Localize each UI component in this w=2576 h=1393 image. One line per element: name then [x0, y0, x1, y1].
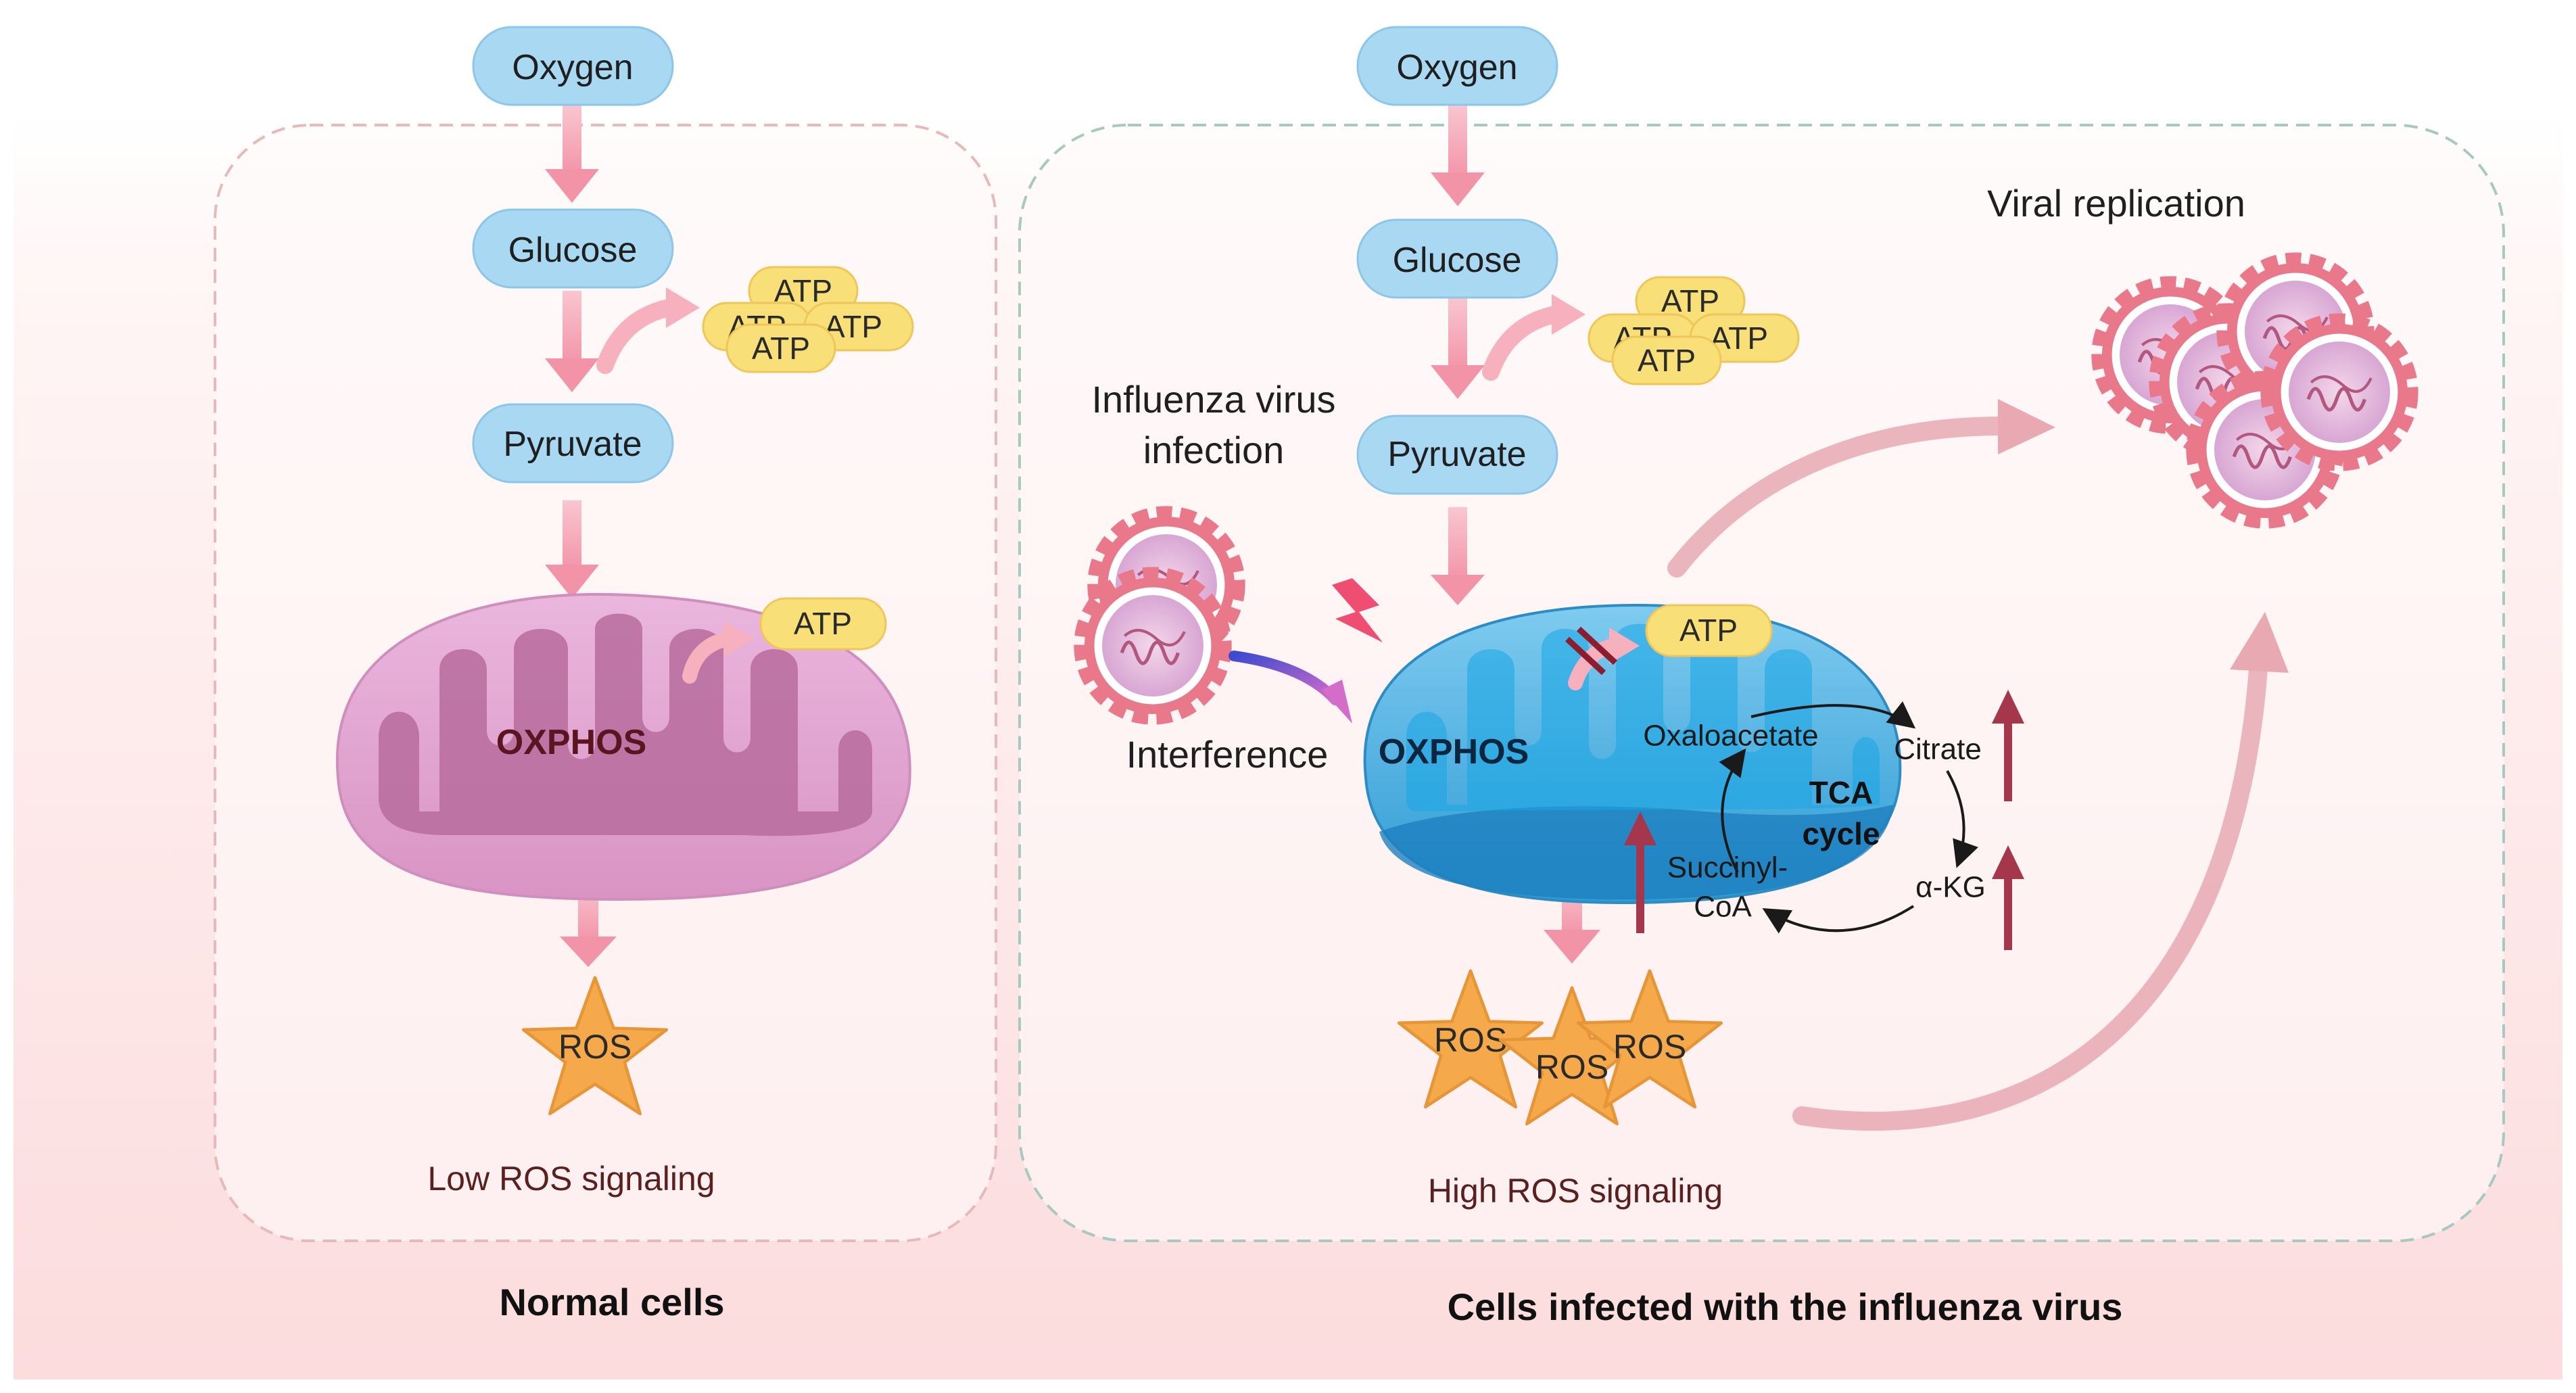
infected-ros-star-1: ROS — [1399, 971, 1542, 1107]
tca-label-line1: TCA — [1809, 775, 1874, 810]
normal-pyruvate-label: Pyruvate — [503, 425, 642, 464]
normal-arrow-glycolysis-atp — [596, 287, 700, 374]
oxphos-increase-arrow — [1624, 811, 1656, 933]
normal-mitochondrion: OXPHOS — [335, 592, 911, 901]
normal-oxphos-label: OXPHOS — [496, 723, 647, 762]
infected-arrow-pyruvate-mito — [1431, 507, 1485, 605]
infected-pyruvate-node: Pyruvate — [1356, 415, 1558, 495]
tca-cycle: Oxaloacetate Citrate α-KG Succinyl- CoA … — [1643, 701, 1986, 934]
normal-oxygen-node: Oxygen — [472, 26, 674, 106]
infected-glucose-label: Glucose — [1393, 241, 1522, 280]
infected-caption: Cells infected with the influenza virus — [1448, 1285, 2123, 1328]
normal-glucose-label: Glucose — [508, 231, 638, 270]
normal-arrow-pyruvate-mito — [545, 500, 599, 598]
infected-ros-label-3: ROS — [1613, 1028, 1686, 1066]
infected-oxygen-label: Oxygen — [1396, 48, 1517, 87]
infected-signal-label: High ROS signaling — [1428, 1172, 1723, 1210]
normal-mito-atp-label: ATP — [794, 606, 852, 641]
tca-alpha-kg: α-KG — [1915, 871, 1986, 904]
infected-arrow-mito-atp — [1565, 626, 1640, 690]
tca-label-line2: cycle — [1802, 816, 1880, 851]
tca-citrate: Citrate — [1894, 733, 1982, 766]
infected-ros-label-2: ROS — [1535, 1048, 1608, 1086]
normal-signal-label: Low ROS signaling — [427, 1160, 715, 1198]
interference-arrow — [1229, 651, 1352, 724]
tca-oxaloacetate: Oxaloacetate — [1643, 719, 1818, 753]
normal-mito-atp: ATP — [759, 597, 887, 651]
akg-increase-arrow — [1992, 845, 2024, 950]
infected-ros-star-2: ROS — [1500, 988, 1644, 1124]
infected-arrow-glucose-pyruvate — [1431, 298, 1485, 399]
normal-glucose-node: Glucose — [472, 208, 674, 289]
infection-label-line2: infection — [1143, 429, 1285, 471]
infected-arrow-glycolysis-atp — [1482, 294, 1585, 381]
interference-label: Interference — [1126, 733, 1329, 776]
normal-arrow-oxygen-glucose — [545, 105, 599, 203]
infected-pyruvate-label: Pyruvate — [1387, 435, 1526, 474]
infected-mito-atp-label: ATP — [1679, 613, 1738, 648]
infected-ros-label-1: ROS — [1434, 1021, 1507, 1059]
tca-succinyl-line1: Succinyl- — [1667, 851, 1788, 884]
viral-replication-label: Viral replication — [1987, 182, 2245, 225]
normal-oxygen-label: Oxygen — [512, 48, 633, 87]
infected-glucose-node: Glucose — [1356, 218, 1558, 299]
normal-atp-cluster: ATP ATP ATP ATP — [702, 266, 914, 373]
normal-ros-star: ROS — [523, 978, 667, 1114]
arrow-ros-to-replication — [1792, 612, 2289, 1131]
infected-arrow-oxygen-glucose — [1431, 105, 1485, 206]
infection-label-line1: Influenza virus — [1091, 378, 1335, 421]
infected-atp-1: ATP — [1661, 283, 1719, 318]
lightning-icon — [1332, 578, 1383, 642]
infected-atp-3: ATP — [1710, 321, 1768, 356]
infected-atp-cluster: ATP ATP ATP ATP — [1588, 276, 1800, 385]
infected-atp-4: ATP — [1638, 343, 1696, 378]
tca-succinyl-line2: CoA — [1694, 891, 1752, 924]
normal-atp-4: ATP — [752, 331, 810, 366]
citrate-increase-arrow — [1992, 690, 2024, 801]
infected-oxphos-label: OXPHOS — [1379, 732, 1529, 772]
infected-oxygen-node: Oxygen — [1356, 26, 1558, 106]
normal-ros-label: ROS — [558, 1028, 631, 1066]
normal-arrow-glucose-pyruvate — [545, 291, 599, 392]
arrow-atp-to-replication — [1667, 399, 2055, 577]
normal-arrow-mito-atp — [682, 621, 754, 684]
infected-mito-atp: ATP — [1645, 604, 1773, 657]
normal-caption: Normal cells — [499, 1281, 724, 1323]
normal-pyruvate-node: Pyruvate — [472, 403, 674, 483]
infected-ros-star-3: ROS — [1578, 971, 1721, 1107]
